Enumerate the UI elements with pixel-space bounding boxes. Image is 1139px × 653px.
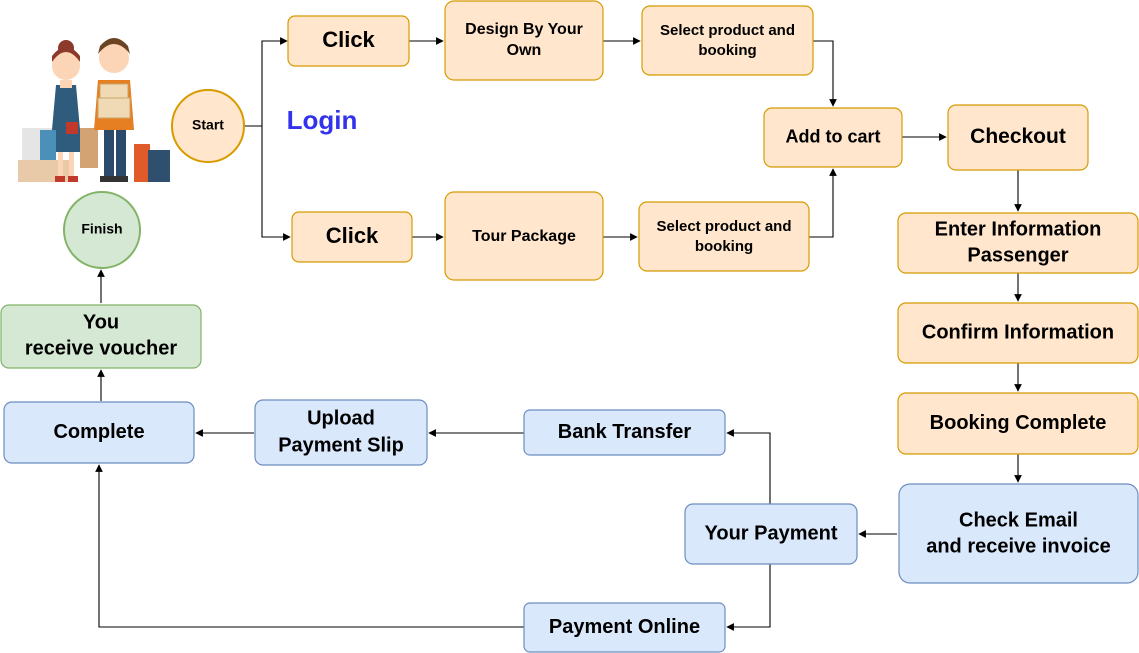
checkout-label: Checkout xyxy=(970,125,1066,148)
design-line2: Own xyxy=(507,42,542,59)
upload-line2: Payment Slip xyxy=(278,434,404,456)
add-to-cart-node: Add to cart xyxy=(763,107,903,168)
click-node-bottom: Click xyxy=(291,211,413,263)
booking-complete-label: Booking Complete xyxy=(930,412,1107,434)
tour-package-node: Tour Package xyxy=(444,191,604,281)
select-line1: Select product and xyxy=(660,22,795,39)
select-line1: Select product and xyxy=(656,218,791,235)
click-node-top: Click xyxy=(287,15,410,67)
finish-node: Finish xyxy=(63,191,141,269)
tour-package-label: Tour Package xyxy=(472,228,576,245)
checkout-node: Checkout xyxy=(947,104,1089,171)
login-label: Login xyxy=(287,105,358,135)
select-product-node-top: Select product and booking xyxy=(641,5,814,76)
enter-information-node: Enter Information Passenger xyxy=(897,212,1139,274)
upload-payment-slip-node: Upload Payment Slip xyxy=(254,399,428,466)
complete-node: Complete xyxy=(3,401,195,464)
finish-label: Finish xyxy=(81,221,122,237)
shoppers-with-bags-icon xyxy=(18,38,170,182)
select-line2: booking xyxy=(698,42,756,59)
bank-transfer-label: Bank Transfer xyxy=(558,421,692,443)
booking-complete-node: Booking Complete xyxy=(897,392,1139,455)
payment-online-label: Payment Online xyxy=(549,616,700,638)
enter-line2: Passenger xyxy=(967,244,1068,266)
check-line1: Check Email xyxy=(959,509,1078,531)
payment-online-node: Payment Online xyxy=(523,602,726,653)
select-product-node-bottom: Select product and booking xyxy=(638,201,810,272)
start-node: Start xyxy=(171,89,245,163)
click-label: Click xyxy=(326,223,379,248)
your-payment-label: Your Payment xyxy=(705,522,838,544)
connectors xyxy=(95,37,1022,631)
select-line2: booking xyxy=(695,238,753,255)
start-label: Start xyxy=(192,117,224,133)
complete-label: Complete xyxy=(53,421,144,443)
add-to-cart-label: Add to cart xyxy=(785,126,880,146)
check-line2: and receive invoice xyxy=(926,535,1111,557)
voucher-line1: You xyxy=(83,311,119,333)
bank-transfer-node: Bank Transfer xyxy=(523,409,726,456)
click-label: Click xyxy=(322,27,375,52)
check-email-node: Check Email and receive invoice xyxy=(898,483,1139,584)
confirm-information-node: Confirm Information xyxy=(897,302,1139,364)
design-your-own-node: Design By Your Own xyxy=(444,0,604,81)
receive-voucher-node: You receive voucher xyxy=(0,304,202,369)
upload-line1: Upload xyxy=(307,407,375,429)
your-payment-node: Your Payment xyxy=(684,503,858,565)
enter-line1: Enter Information xyxy=(935,218,1102,240)
voucher-line2: receive voucher xyxy=(25,337,178,359)
design-line1: Design By Your xyxy=(465,21,583,38)
confirm-label: Confirm Information xyxy=(922,321,1114,343)
